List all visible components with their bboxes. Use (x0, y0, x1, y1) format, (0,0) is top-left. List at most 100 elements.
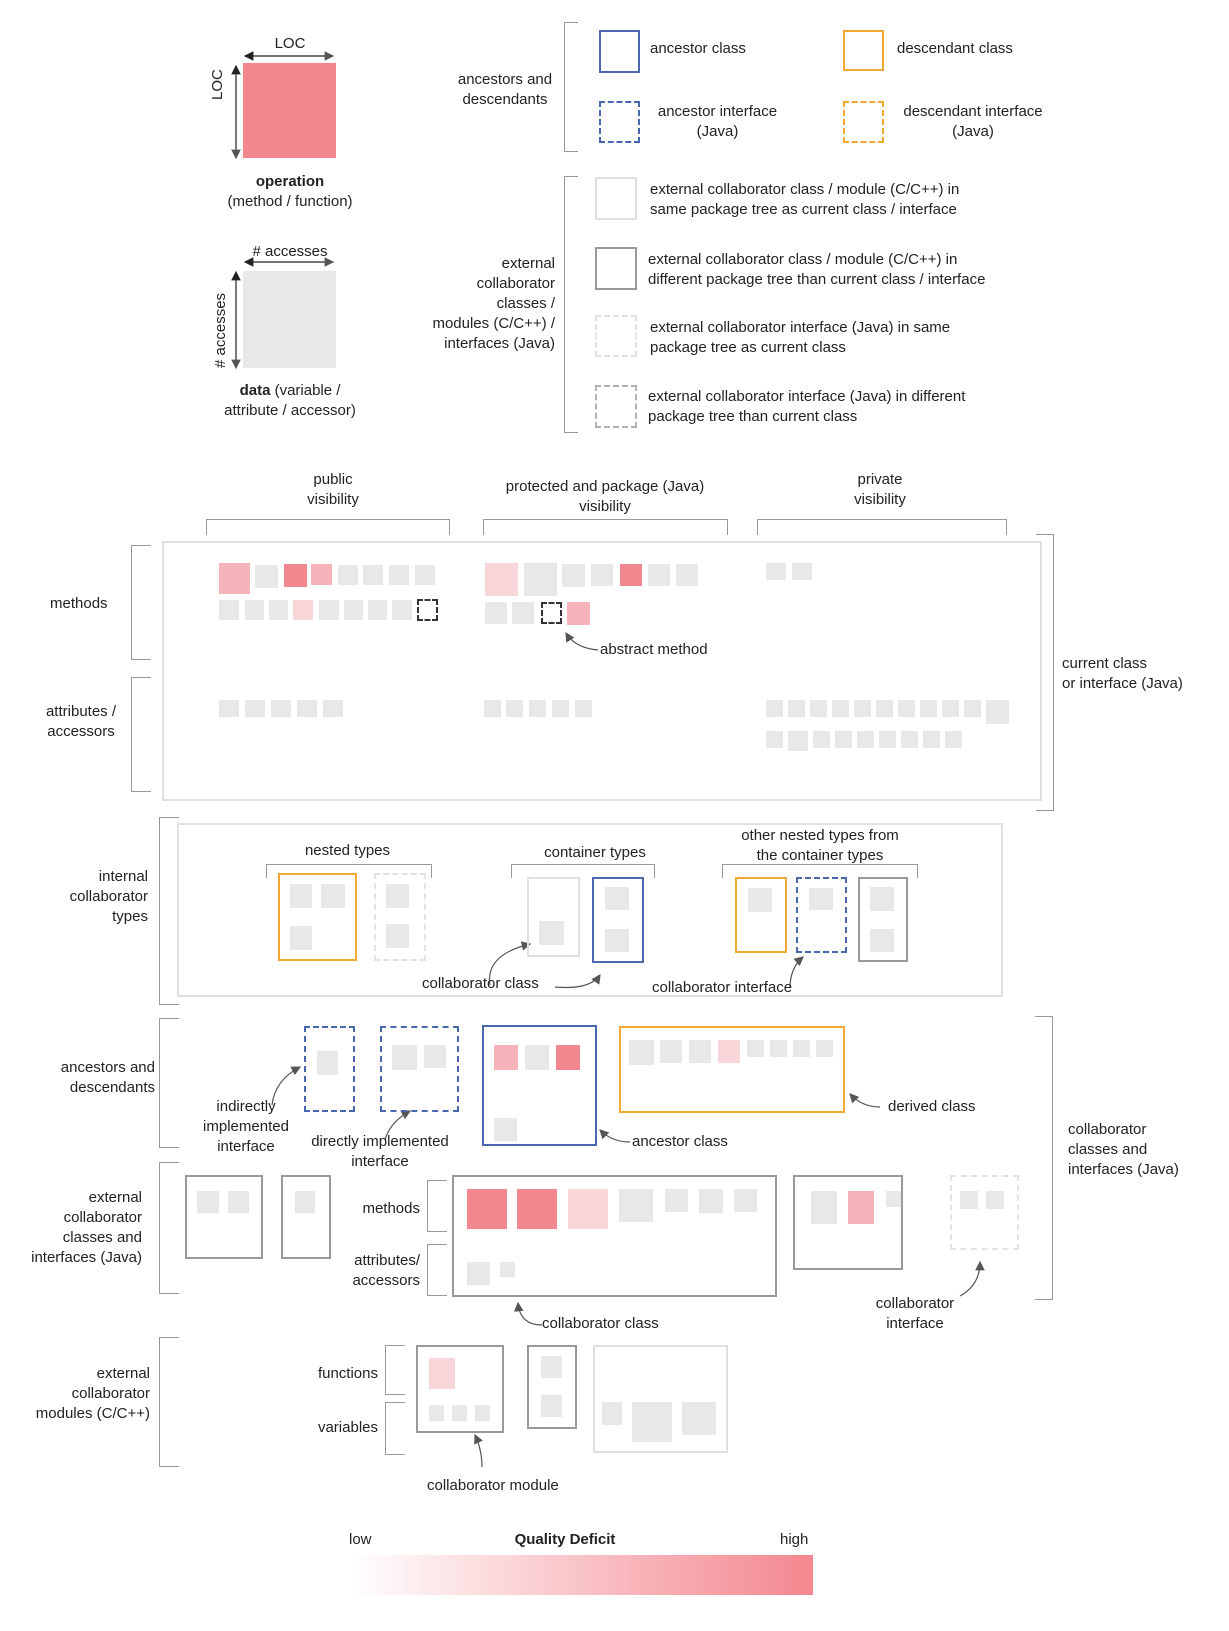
data-title: data (239, 382, 271, 399)
protected-bracket (483, 519, 728, 535)
operation-title: operation (255, 173, 325, 190)
member (960, 1191, 978, 1209)
indirect-label-2: implemented (203, 1118, 289, 1135)
ext-class-box (793, 1175, 903, 1270)
legend-ext2-line1: external collaborator class / module (C/… (648, 251, 958, 268)
legend-descendant-interface-1: descendant interface (903, 103, 1043, 120)
ext-interface-box (950, 1175, 1019, 1250)
row-methods-label: methods (50, 595, 108, 612)
ext-class-box (281, 1175, 331, 1259)
legend-anc-group-1: ancestors and (457, 71, 553, 88)
method (524, 563, 557, 596)
attribute (898, 700, 915, 717)
method (368, 600, 387, 620)
legend-anc-group-2: descendants (462, 91, 548, 108)
ancestor-class-box (482, 1025, 597, 1146)
ext-modules-label-3: modules (C/C++) (35, 1405, 150, 1422)
scale-high-label: high (780, 1531, 809, 1548)
attribute (964, 700, 981, 717)
method (338, 565, 358, 585)
attribute (945, 731, 962, 748)
variables-label: variables (317, 1419, 378, 1436)
container-types-bracket (511, 864, 655, 878)
attributes-bracket (131, 677, 151, 792)
visibility-protected-1: protected and package (Java) (505, 478, 705, 495)
attribute (529, 700, 546, 717)
method (562, 564, 585, 587)
legend-ancestor-class: ancestor class (650, 40, 746, 57)
ext-attrs-bracket (427, 1244, 447, 1296)
attribute (857, 731, 874, 748)
member (317, 1051, 338, 1075)
current-class-label-2: or interface (Java) (1062, 675, 1183, 692)
row-attributes-2: accessors (47, 723, 115, 740)
nested-types-label: nested types (304, 842, 391, 859)
attribute (506, 700, 523, 717)
member (386, 884, 409, 908)
method (284, 564, 307, 587)
current-class-label-1: current class (1062, 655, 1148, 672)
attribute (245, 700, 265, 717)
method (620, 564, 642, 586)
indirect-label-3: interface (217, 1138, 275, 1155)
ext-classes-label-4: interfaces (Java) (31, 1249, 142, 1266)
nested-type-interface (374, 873, 426, 961)
internal-label-1: internal (98, 868, 148, 885)
other-nested-external (858, 877, 908, 962)
method (770, 1040, 787, 1057)
collab-group-label-2: classes and (1068, 1141, 1148, 1158)
attribute (835, 731, 852, 748)
functions-bracket (385, 1345, 405, 1395)
ext-methods-bracket (427, 1180, 447, 1232)
accesses-width-label: # accesses (252, 243, 328, 260)
function (541, 1356, 562, 1378)
legend-ext1-line1: external collaborator class / module (C/… (650, 181, 960, 198)
method (517, 1189, 557, 1229)
quality-deficit-gradient (351, 1555, 813, 1595)
other-nested-interface (796, 877, 847, 953)
variable (602, 1402, 622, 1425)
anc-desc-label-2: descendants (69, 1079, 155, 1096)
method (311, 564, 332, 585)
module-box (527, 1345, 577, 1429)
collab-group-bracket (1035, 1016, 1053, 1300)
visibility-public-2: visibility (307, 491, 359, 508)
visibility-private-2: visibility (854, 491, 906, 508)
current-class-box (162, 541, 1042, 801)
accesses-height-label: # accesses (212, 292, 229, 368)
method (319, 600, 339, 620)
legend-ext4-swatch (595, 385, 637, 428)
member (870, 929, 894, 952)
attribute (813, 731, 830, 748)
attribute (879, 731, 896, 748)
internal-label-2: collaborator (69, 888, 148, 905)
derived-class-box (619, 1026, 845, 1113)
method (665, 1189, 688, 1212)
method (485, 563, 518, 596)
ancestors-bracket (159, 1018, 179, 1148)
anc-desc-label-1: ancestors and (60, 1059, 155, 1076)
member (605, 887, 629, 910)
method (699, 1189, 723, 1213)
data-sample (243, 271, 336, 368)
method (629, 1040, 654, 1065)
variables-bracket (385, 1402, 405, 1455)
collab-group-label-1: collaborator (1068, 1121, 1147, 1138)
operation-subtitle: (method / function) (227, 193, 353, 210)
method (219, 600, 239, 620)
private-bracket (757, 519, 1007, 535)
legend-ext3-line1: external collaborator interface (Java) i… (650, 319, 951, 336)
method (734, 1189, 757, 1212)
collaborator-module-box (416, 1345, 504, 1433)
attribute (297, 700, 317, 717)
current-class-bracket (1036, 534, 1054, 811)
legend-ext3-line2: package tree as current class (650, 339, 846, 356)
method (676, 564, 698, 586)
loc-height-label: LOC (209, 69, 226, 100)
method (619, 1189, 653, 1222)
method (648, 564, 670, 586)
member (386, 924, 409, 948)
row-attributes-1: attributes / (45, 703, 117, 720)
variable (452, 1405, 467, 1421)
method (568, 1189, 608, 1229)
